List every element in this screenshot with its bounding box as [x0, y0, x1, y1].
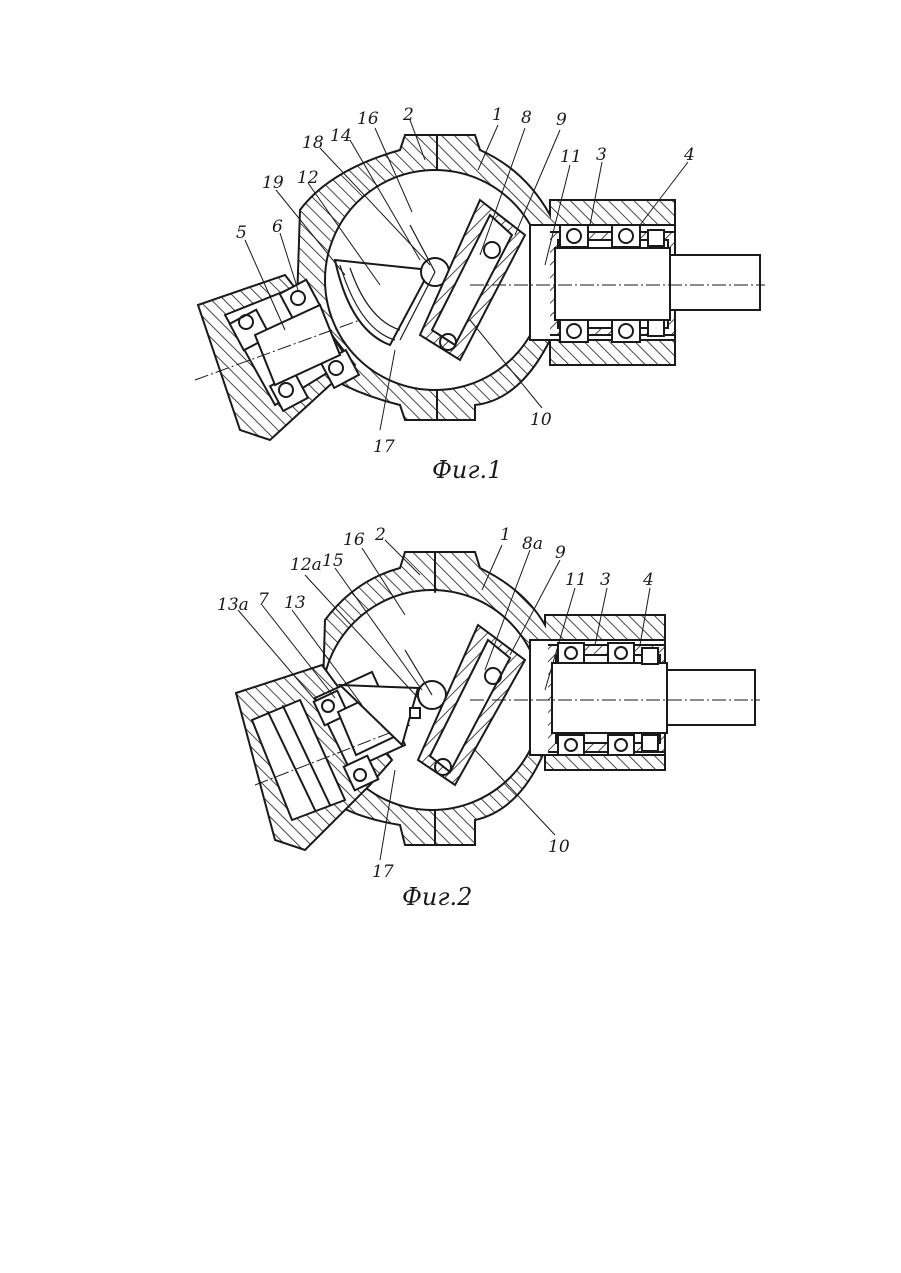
- fig1-label-19: 19: [262, 173, 284, 193]
- fig2-label-11: 11: [565, 570, 587, 590]
- fig2-label-10: 10: [548, 837, 570, 857]
- fig2-label-7: 7: [258, 590, 269, 610]
- fig2-label-2: 2: [374, 525, 386, 545]
- fig2-label-12a: 12а: [290, 555, 322, 575]
- fig1-label-5: 5: [236, 223, 247, 243]
- fig1-label-6: 6: [272, 217, 283, 237]
- fig2-label-16: 16: [343, 530, 365, 550]
- fig1-label-2: 2: [402, 105, 414, 125]
- fig1-label-11: 11: [560, 147, 582, 167]
- fig1-label-4: 4: [683, 145, 695, 165]
- fig2-label-1: 1: [500, 525, 511, 545]
- fig2-label-13: 13: [284, 593, 306, 613]
- fig1-label-10: 10: [530, 410, 552, 430]
- fig2-label-8a: 8а: [522, 534, 543, 554]
- figure-1: 16 2 1 8 9 18 14 11 3 4 19 12 5 6 10 17 …: [195, 105, 765, 484]
- fig2-label-4: 4: [642, 570, 654, 590]
- fig1-label-1: 1: [492, 105, 503, 125]
- figure-2: 16 2 1 8а 9 12а 15 11 3 4 13а 7 13 10 17…: [217, 525, 760, 911]
- fig1-caption: Фиг.1: [432, 456, 502, 484]
- fig1-label-14: 14: [330, 126, 352, 146]
- fig1-label-8: 8: [521, 108, 532, 128]
- fig2-label-17: 17: [372, 862, 394, 882]
- fig1-label-18: 18: [302, 133, 324, 153]
- fig2-label-13a: 13а: [217, 595, 249, 615]
- fig1-label-17: 17: [373, 437, 395, 457]
- fig2-label-15: 15: [322, 551, 344, 571]
- fig1-label-9: 9: [556, 110, 567, 130]
- fig2-caption: Фиг.2: [402, 883, 472, 911]
- fig2-label-3: 3: [600, 570, 611, 590]
- fig1-label-16: 16: [357, 109, 379, 129]
- fig1-label-3: 3: [596, 145, 607, 165]
- fig1-label-12: 12: [297, 168, 319, 188]
- fig2-label-9: 9: [555, 543, 566, 563]
